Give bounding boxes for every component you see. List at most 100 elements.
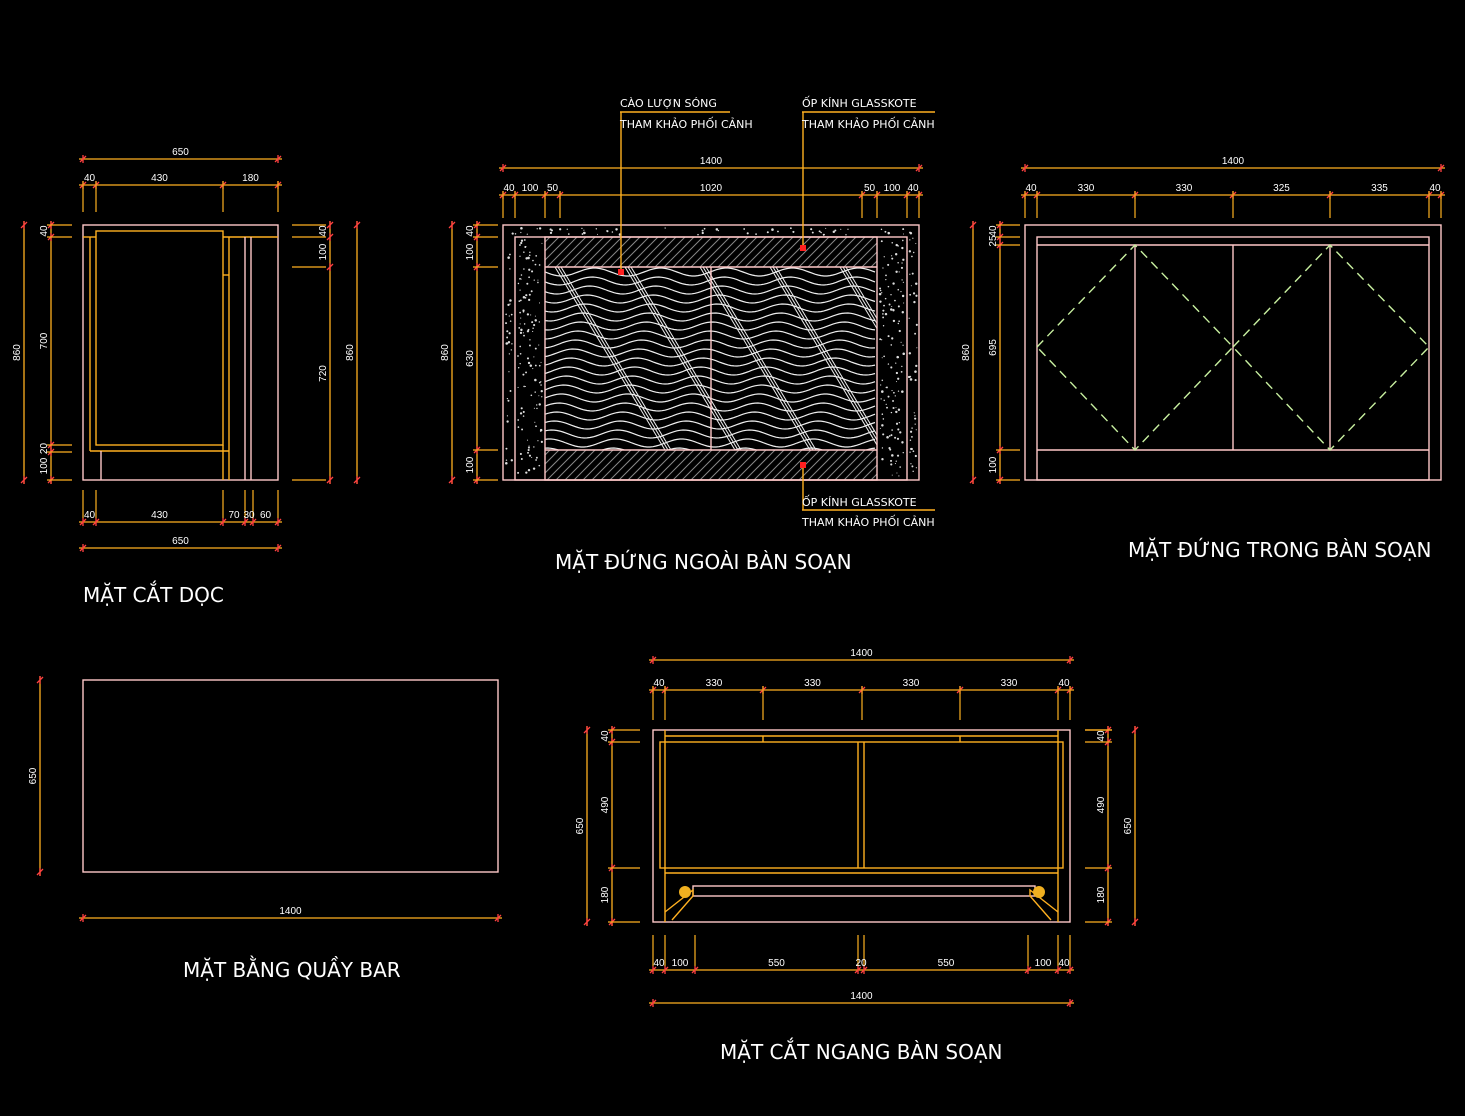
wave-line bbox=[545, 339, 876, 349]
speck bbox=[582, 231, 585, 234]
hatch-line bbox=[627, 449, 659, 480]
wave-diagonal bbox=[705, 267, 817, 450]
dimension-label: 20 bbox=[855, 958, 867, 969]
callout-label: ỐP KÍNH GLASSKOTE bbox=[802, 96, 917, 110]
speck bbox=[517, 426, 520, 428]
speck bbox=[701, 229, 704, 232]
wave-diagonal bbox=[845, 267, 877, 320]
speck bbox=[897, 390, 900, 392]
hatch-line bbox=[591, 449, 623, 480]
wave-diagonal bbox=[772, 267, 877, 441]
speck bbox=[891, 474, 893, 476]
speck bbox=[890, 255, 893, 257]
dimension-label: 1400 bbox=[700, 156, 723, 167]
speck bbox=[914, 332, 917, 335]
speck bbox=[887, 231, 891, 235]
hatch-line bbox=[663, 449, 695, 480]
speck bbox=[527, 361, 531, 365]
hatch-line bbox=[609, 449, 641, 480]
speck bbox=[834, 229, 837, 232]
dimension-tick bbox=[79, 914, 87, 922]
speck bbox=[534, 319, 537, 322]
speck bbox=[909, 293, 912, 296]
speck bbox=[511, 343, 513, 345]
speck bbox=[880, 228, 883, 231]
dimension-label: 40 bbox=[1025, 183, 1037, 194]
dimension-tick bbox=[915, 164, 923, 172]
speck bbox=[898, 329, 901, 333]
hatch-line bbox=[735, 449, 767, 480]
speck bbox=[549, 231, 553, 235]
speck bbox=[528, 344, 531, 347]
dimension-label: 40 bbox=[653, 958, 665, 969]
speck bbox=[879, 300, 882, 303]
speck bbox=[540, 390, 543, 393]
dimension-label: 1020 bbox=[700, 183, 723, 194]
dimension-label: 40 bbox=[84, 510, 96, 521]
speck bbox=[892, 319, 896, 323]
speck bbox=[525, 471, 528, 474]
hatch-line bbox=[780, 449, 812, 480]
speck bbox=[880, 384, 882, 386]
speck bbox=[522, 332, 524, 334]
hatch-line bbox=[771, 449, 803, 480]
speck bbox=[896, 454, 900, 457]
speck bbox=[913, 412, 915, 414]
speck bbox=[539, 428, 543, 432]
speck bbox=[528, 298, 531, 301]
speck bbox=[901, 390, 904, 393]
speck bbox=[902, 228, 905, 231]
speck bbox=[529, 251, 531, 254]
speck bbox=[896, 355, 899, 359]
hatch-line bbox=[564, 237, 596, 268]
speck bbox=[915, 294, 918, 297]
dimension-tick bbox=[583, 726, 591, 734]
speck bbox=[898, 320, 900, 323]
speck bbox=[524, 385, 526, 388]
hatch-line bbox=[717, 449, 749, 480]
speck bbox=[522, 295, 526, 299]
wave-diagonal bbox=[842, 267, 877, 325]
speck bbox=[908, 317, 910, 319]
dimension-label: 860 bbox=[12, 344, 23, 361]
speck bbox=[894, 395, 896, 397]
speck bbox=[532, 259, 534, 262]
hatch-line bbox=[609, 237, 641, 268]
speck bbox=[526, 439, 529, 441]
speck bbox=[910, 447, 913, 451]
dimension-label: 430 bbox=[151, 510, 168, 521]
hatch-line bbox=[672, 237, 704, 268]
speck bbox=[525, 371, 528, 374]
wave-diagonal bbox=[702, 267, 814, 450]
view-title: MẶT ĐỨNG TRONG BÀN SOẠN bbox=[1128, 538, 1431, 562]
dimension-label: 550 bbox=[938, 958, 955, 969]
speck bbox=[915, 467, 917, 469]
speck bbox=[519, 345, 522, 348]
speck bbox=[887, 285, 890, 288]
wave-line bbox=[545, 438, 876, 448]
speck bbox=[527, 446, 530, 449]
speck bbox=[531, 456, 533, 458]
hatch-line bbox=[816, 449, 848, 480]
speck bbox=[517, 367, 520, 369]
speck bbox=[890, 434, 893, 437]
speck bbox=[509, 299, 512, 302]
speck bbox=[911, 465, 914, 468]
speck bbox=[510, 313, 513, 316]
speck bbox=[898, 475, 900, 477]
speck bbox=[520, 407, 523, 410]
dimension-tick bbox=[649, 966, 657, 974]
speck bbox=[534, 315, 536, 317]
speck bbox=[886, 435, 889, 439]
view-plan bbox=[82, 679, 499, 873]
hatch-line bbox=[852, 449, 877, 480]
dimension-tick bbox=[274, 518, 282, 526]
dimension-label: 330 bbox=[1176, 183, 1193, 194]
speck bbox=[886, 406, 888, 409]
speck bbox=[902, 344, 904, 346]
wave-diagonal bbox=[769, 267, 877, 446]
dimension-label: 1400 bbox=[279, 906, 302, 917]
speck bbox=[902, 258, 905, 261]
speck bbox=[910, 463, 912, 465]
callout-glass-top: ỐP KÍNH GLASSKOTE THAM KHẢO PHỐI CẢNH bbox=[800, 96, 935, 251]
